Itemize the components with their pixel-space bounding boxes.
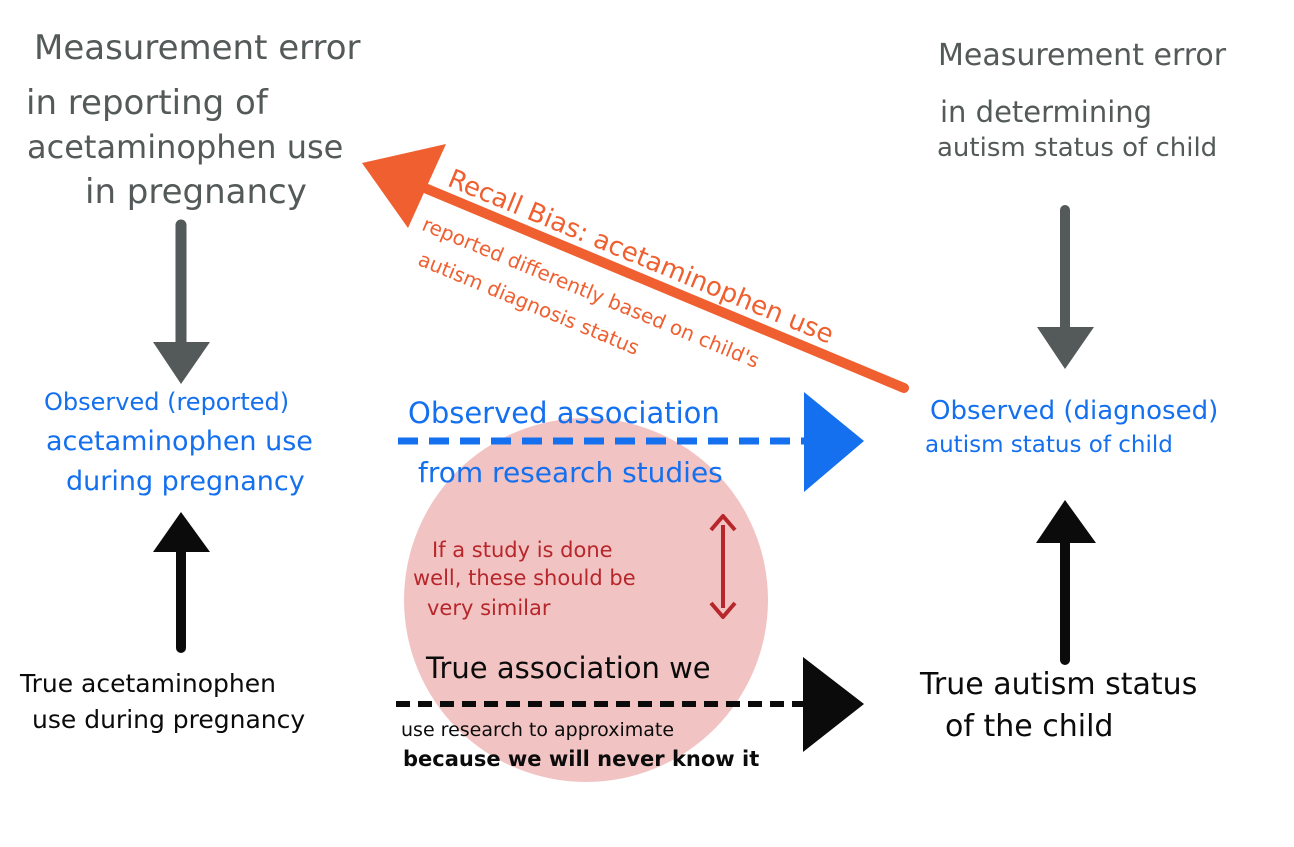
true-outcome-arrow xyxy=(1036,500,1096,665)
similarity-note-line3: very similar xyxy=(427,596,551,620)
observed-association-arrow xyxy=(398,392,864,492)
exposure-error-line1: Measurement error xyxy=(34,28,361,68)
true-association-arrow xyxy=(396,657,864,752)
recall-bias-arrow xyxy=(362,144,909,393)
exposure-error-line4: in pregnancy xyxy=(85,172,307,212)
exposure-error-arrow xyxy=(153,219,210,384)
observed-association-line2: from research studies xyxy=(418,456,723,489)
observed-outcome-line1: Observed (diagnosed) xyxy=(930,396,1219,426)
true-association-line2: use research to approximate xyxy=(401,719,675,741)
observed-exposure-line2: acetaminophen use xyxy=(46,426,313,457)
true-exposure-arrow xyxy=(153,512,210,653)
outcome-error-line3: autism status of child xyxy=(937,133,1218,163)
true-association-line3: because we will never know it xyxy=(403,747,760,771)
similarity-note-line2: well, these should be xyxy=(413,566,636,590)
outcome-error-line2: in determining xyxy=(940,95,1153,129)
exposure-error-line3: acetaminophen use xyxy=(27,128,344,166)
true-outcome-line1: True autism status xyxy=(920,667,1198,702)
similarity-note-line1: If a study is done xyxy=(432,538,613,562)
true-exposure-line2: use during pregnancy xyxy=(32,705,306,734)
true-outcome-line2: of the child xyxy=(945,709,1114,744)
similarity-double-arrow xyxy=(709,514,737,619)
observed-exposure-line1: Observed (reported) xyxy=(44,388,290,416)
observed-exposure-line3: during pregnancy xyxy=(66,466,305,497)
observed-association-line1: Observed association xyxy=(408,396,720,430)
comparison-circle xyxy=(404,418,768,782)
true-exposure-line1: True acetaminophen xyxy=(20,669,276,698)
exposure-error-line2: in reporting of xyxy=(26,83,268,123)
outcome-error-arrow xyxy=(1037,205,1094,369)
outcome-error-line1: Measurement error xyxy=(938,38,1227,73)
true-association-line1: True association we xyxy=(426,651,711,685)
observed-outcome-line2: autism status of child xyxy=(925,432,1173,458)
